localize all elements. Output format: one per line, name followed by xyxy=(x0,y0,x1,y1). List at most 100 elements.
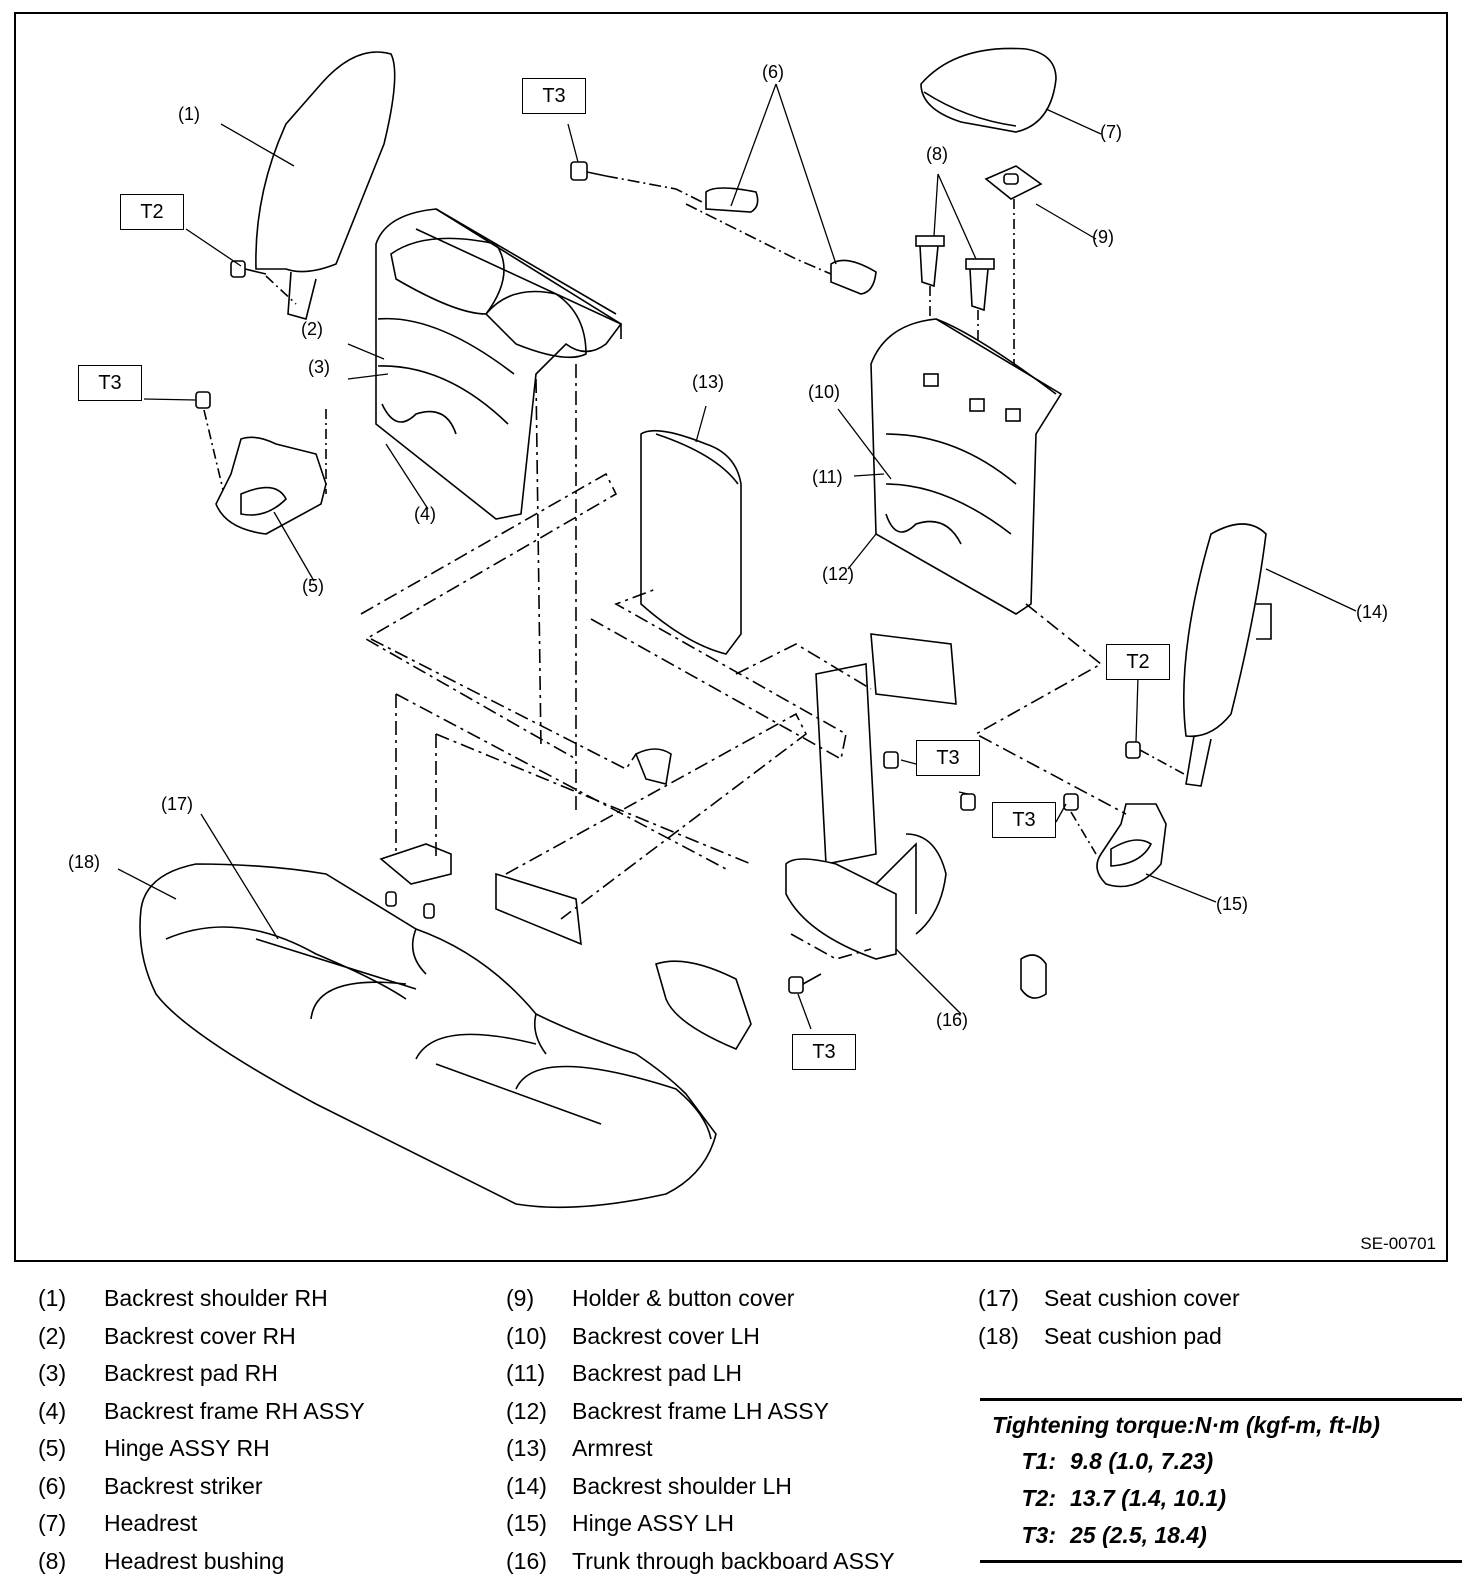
legend-item: (15) Hinge ASSY LH xyxy=(506,1505,895,1543)
legend-item-label: Hinge ASSY LH xyxy=(572,1510,734,1537)
legend-item: (16) Trunk through backboard ASSY xyxy=(506,1543,895,1581)
callout-11: (11) xyxy=(812,467,843,487)
diagram-frame: (1) (2) (3) (4) (5) (6) (7) (8) (9) (13)… xyxy=(14,12,1448,1262)
hinge-lh-part xyxy=(1063,793,1167,888)
callout-4: (4) xyxy=(414,504,436,524)
legend-item: (1) Backrest shoulder RH xyxy=(38,1280,365,1318)
legend-item-number: (7) xyxy=(38,1510,67,1537)
legend-item-number: (15) xyxy=(506,1510,547,1537)
legend-item-label: Trunk through backboard ASSY xyxy=(572,1547,895,1574)
callout-2: (2) xyxy=(301,319,323,339)
torque-row: T1:9.8 (1.0, 7.23) xyxy=(980,1443,1462,1480)
legend-item-label: Backrest frame LH ASSY xyxy=(572,1397,829,1424)
torque-row: T2: 13.7 (1.4, 10.1) xyxy=(980,1480,1462,1517)
legend-item-label: Backrest frame RH ASSY xyxy=(104,1397,365,1424)
backrest-rh-part xyxy=(375,208,623,520)
callout-9: (9) xyxy=(1092,227,1114,247)
legend-item-number: (17) xyxy=(978,1285,1019,1312)
legend-item-label: Armrest xyxy=(572,1435,653,1462)
callout-14: (14) xyxy=(1356,602,1389,622)
legend-item: (8) Headrest bushing xyxy=(38,1543,365,1581)
armrest-part xyxy=(640,429,742,655)
legend-item: (2) Backrest cover RH xyxy=(38,1318,365,1356)
legend-item-number: (14) xyxy=(506,1472,547,1499)
legend-item-label: Holder & button cover xyxy=(572,1285,795,1312)
legend-item-label: Backrest shoulder RH xyxy=(104,1285,328,1312)
callout-5: (5) xyxy=(302,576,324,596)
legend-item: (5)Hinge ASSY RH xyxy=(38,1430,365,1468)
legend-item-number: (9) xyxy=(506,1285,535,1312)
torque-title: Tightening torque:N·m (kgf-m, ft-lb) xyxy=(992,1411,1380,1438)
callout-10: (10) xyxy=(808,382,841,402)
legend-item-number: (18) xyxy=(978,1322,1019,1349)
legend-column-2: (9) Holder & button cover (10) Backrest cov… xyxy=(506,1280,895,1580)
callout-18: (18) xyxy=(68,852,101,872)
hinge-rh-part xyxy=(195,391,327,535)
callout-1: (1) xyxy=(178,104,200,124)
legend-item: (17) Seat cushion cover xyxy=(978,1280,1240,1318)
legend-item-label: Backrest cover RH xyxy=(104,1322,296,1349)
backrest-lh-part xyxy=(870,318,1063,615)
legend-item: (10) Backrest cover LH xyxy=(506,1318,895,1356)
legend-item: (14)Backrest shoulder LH xyxy=(506,1468,895,1506)
torque-label-box: T3 xyxy=(522,78,586,114)
callout-17: (17) xyxy=(161,794,194,814)
exploded-view-drawing xyxy=(117,47,1357,1209)
headrest-part xyxy=(920,47,1057,133)
trunk-through-backboard-part xyxy=(379,633,1047,1051)
legend-item: (9) Holder & button cover xyxy=(506,1280,895,1318)
legend-item-label: Headrest bushing xyxy=(104,1547,285,1574)
callout-8: (8) xyxy=(926,144,948,164)
legend-item-number: (12) xyxy=(506,1397,547,1424)
legend-item-label: Backrest cover LH xyxy=(572,1322,760,1349)
callout-7: (7) xyxy=(1100,122,1122,142)
legend-item-label: Seat cushion pad xyxy=(1044,1322,1222,1349)
legend-item-label: Backrest striker xyxy=(104,1472,263,1499)
legend-item: (7) Headrest xyxy=(38,1505,365,1543)
torque-label-box: T2 xyxy=(1106,644,1170,680)
figure-code: SE-00701 xyxy=(1360,1234,1436,1253)
legend-item-number: (2) xyxy=(38,1322,67,1349)
legend-item: (6) Backrest striker xyxy=(38,1468,365,1506)
legend-item-number: (11) xyxy=(506,1360,546,1387)
holder-button-cover-part xyxy=(984,165,1043,414)
legend-item-number: (13) xyxy=(506,1435,547,1462)
parts-legend: (1) Backrest shoulder RH (2) Backrest cover… xyxy=(0,1280,1472,1590)
legend-item-number: (3) xyxy=(38,1360,67,1387)
torque-value: 9.8 (1.0, 7.23) xyxy=(1070,1448,1214,1474)
torque-value: 25 (2.5, 18.4) xyxy=(1070,1522,1207,1548)
legend-item-label: Seat cushion cover xyxy=(1044,1285,1240,1312)
legend-item-number: (6) xyxy=(38,1472,67,1499)
legend-item-number: (1) xyxy=(38,1285,67,1312)
legend-item: (12) Backrest frame LH ASSY xyxy=(506,1393,895,1431)
torque-row: T3: 25 (2.5, 18.4) xyxy=(980,1517,1462,1554)
legend-item-label: Headrest xyxy=(104,1510,198,1537)
callout-13: (13) xyxy=(692,372,725,392)
legend-item: (3)Backrest pad RH xyxy=(38,1355,365,1393)
legend-column-1: (1) Backrest shoulder RH (2) Backrest cover… xyxy=(38,1280,365,1580)
callout-16: (16) xyxy=(936,1010,969,1030)
torque-key: T3: xyxy=(1021,1522,1057,1548)
torque-label-box: T3 xyxy=(916,740,980,776)
legend-item: (18) Seat cushion pad xyxy=(978,1318,1240,1356)
backrest-shoulder-rh-part xyxy=(255,51,396,320)
torque-key: T2: xyxy=(1021,1485,1057,1511)
legend-item: (13) Armrest xyxy=(506,1430,895,1468)
torque-value: 13.7 (1.4, 10.1) xyxy=(1070,1485,1226,1511)
seat-cushion-part xyxy=(139,863,717,1209)
legend-item-number: (10) xyxy=(506,1322,547,1349)
legend-item-number: (8) xyxy=(38,1547,67,1574)
legend-item: (11) Backrest pad LH xyxy=(506,1355,895,1393)
legend-item-label: Backrest pad LH xyxy=(572,1360,743,1387)
assembly-chain-lines xyxy=(360,364,1127,960)
backrest-shoulder-lh-part xyxy=(1125,523,1272,787)
torque-label-box: T3 xyxy=(792,1034,856,1070)
legend-item-number: (16) xyxy=(506,1547,547,1574)
callout-15: (15) xyxy=(1216,894,1249,914)
torque-label-box: T2 xyxy=(120,194,184,230)
callout-6: (6) xyxy=(762,62,784,82)
bolt-part xyxy=(230,260,297,305)
torque-table: Tightening torque:N·m (kgf-m, ft-lb) T1:… xyxy=(980,1398,1462,1563)
torque-label-box: T3 xyxy=(992,802,1056,838)
legend-item-label: Hinge ASSY RH xyxy=(104,1435,270,1462)
